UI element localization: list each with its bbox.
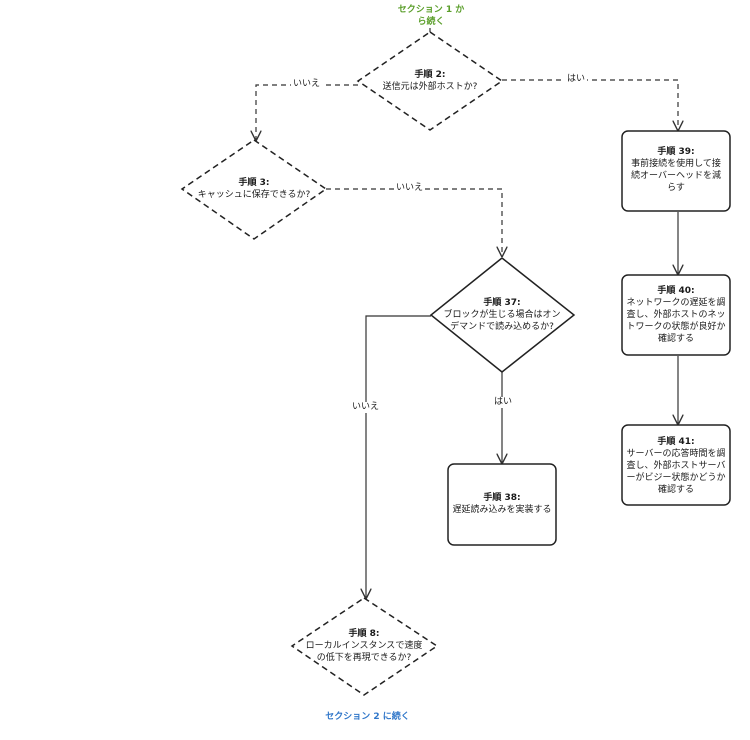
step3-text: 手順 3: キャッシュに保存できるか? [194,177,314,201]
step37-text: 手順 37: ブロックが生じる場合はオンデマンドで読み込めるか? [440,297,564,333]
step2-text: 手順 2: 送信元は外部ホストか? [370,69,490,93]
step2-title: 手順 2: [414,70,446,80]
step40-body: ネットワークの遅延を調査し、外部ホストのネットワークの状態が良好か確認する [626,298,726,344]
edge-step3-no [326,188,502,256]
step3-diamond[interactable] [180,139,328,240]
step3-body: キャッシュに保存できるか? [197,190,311,200]
step38-box[interactable] [447,463,557,546]
step41-text: 手順 41: サーバーの応答時間を調査し、外部ホストサーバーがビジー状態かどうか… [626,436,726,496]
step8-text: 手順 8: ローカルインスタンスで速度の低下を再現できるか? [304,628,424,664]
edge-step2-no [256,84,358,140]
step3-title: 手順 3: [238,178,270,188]
edge-step37-no [366,315,431,598]
step38-title: 手順 38: [483,493,521,503]
step37-body: ブロックが生じる場合はオンデマンドで読み込めるか? [443,310,561,332]
step41-body: サーバーの応答時間を調査し、外部ホストサーバーがビジー状態かどうか確認する [626,449,726,495]
edge-label-step3-no: いいえ [394,183,426,194]
step2-diamond[interactable] [356,31,504,131]
step37-title: 手順 37: [483,298,521,308]
edge-step2-yes [502,79,678,130]
step40-text: 手順 40: ネットワークの遅延を調査し、外部ホストのネットワークの状態が良好か… [626,285,726,345]
step2-body: 送信元は外部ホストか? [382,82,478,92]
step41-box[interactable] [621,424,731,506]
step37-diamond[interactable] [429,257,576,373]
edge-label-step37-no: いいえ [350,402,382,413]
step39-text: 手順 39: 事前接続を使用して接続オーバーヘッドを減らす [628,146,724,194]
connector-to-section-2: セクション 2 に続く [325,712,410,722]
step38-text: 手順 38: 遅延読み込みを実装する [452,492,552,516]
step41-title: 手順 41: [657,437,695,447]
step8-diamond[interactable] [290,597,439,696]
edge-label-step2-no: いいえ [291,79,323,90]
step39-box[interactable] [621,130,731,212]
step8-body: ローカルインスタンスで速度の低下を再現できるか? [305,641,423,663]
step40-title: 手順 40: [657,286,695,296]
step39-title: 手順 39: [657,147,695,157]
step8-title: 手順 8: [348,629,380,639]
step40-box[interactable] [621,274,731,356]
step38-body: 遅延読み込みを実装する [452,505,552,515]
connector-from-section-1: セクション 1 から続く [397,5,465,27]
edge-label-step37-yes: はい [492,397,515,408]
edge-label-step2-yes: はい [565,74,588,85]
step39-body: 事前接続を使用して接続オーバーヘッドを減らす [631,159,721,193]
